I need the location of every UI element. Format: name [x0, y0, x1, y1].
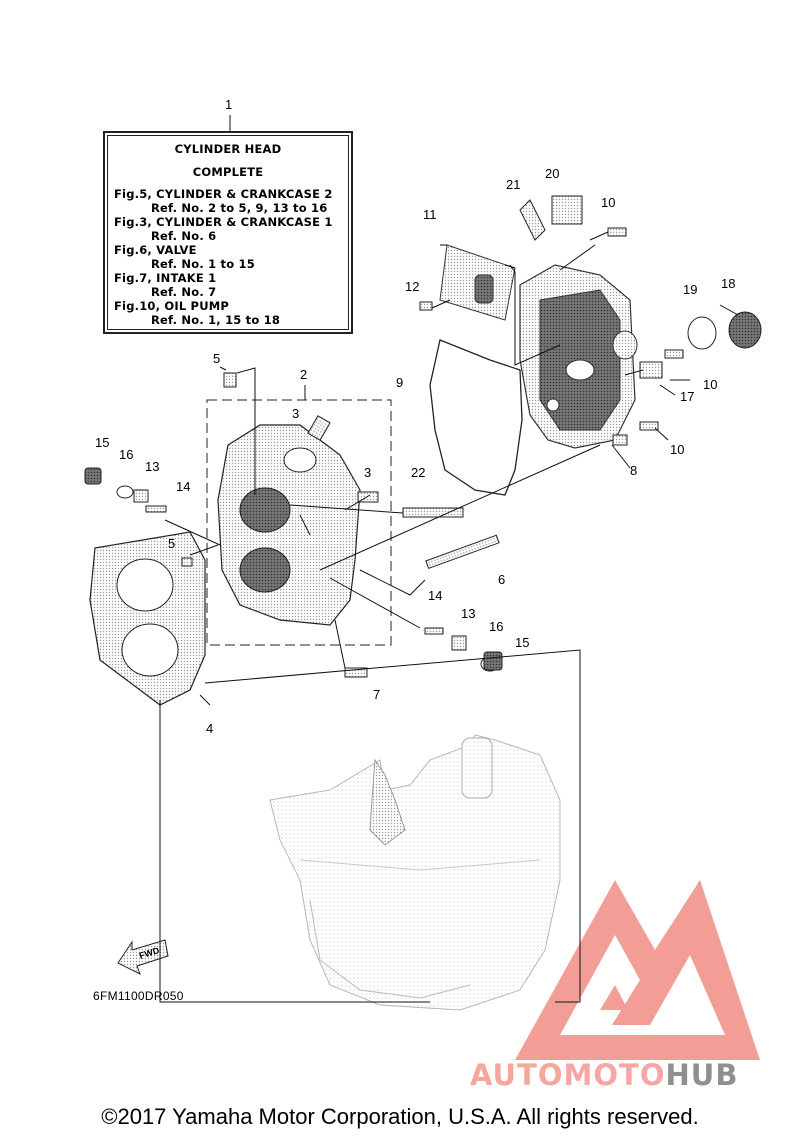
part-label-6: 6: [498, 572, 506, 587]
leader-lines: [159, 115, 739, 1003]
part-label-16: 16: [119, 447, 134, 462]
part-label-5: 5: [168, 536, 176, 551]
cylinder-head-group-outline: [206, 399, 392, 646]
box-line: Fig.10, OIL PUMP: [114, 299, 229, 313]
part-label-7: 7: [373, 687, 381, 702]
box-line: Ref. No. 2 to 5, 9, 13 to 16: [151, 201, 328, 215]
part-label-13: 13: [461, 606, 476, 621]
part-label-5: 5: [213, 351, 221, 366]
box-line: Ref. No. 1 to 15: [151, 257, 255, 271]
box-line: Ref. No. 6: [151, 229, 217, 243]
fwd-arrow-icon: [117, 939, 169, 976]
box-title-line2: COMPLETE: [192, 165, 264, 179]
part-label-14: 14: [176, 479, 191, 494]
watermark-text: AUTOMOTOHUB: [470, 1058, 738, 1092]
box-line: Fig.3, CYLINDER & CRANKCASE 1: [114, 215, 333, 229]
watermark-part3: HUB: [665, 1058, 739, 1092]
plate-illustration: [439, 244, 516, 321]
part-label-14: 14: [428, 588, 443, 603]
part-label-1: 1: [225, 97, 233, 112]
part-label-21: 21: [506, 177, 521, 192]
part-label-2: 2: [300, 367, 308, 382]
part-label-9: 9: [396, 375, 404, 390]
part-label-10: 10: [601, 195, 616, 210]
part-label-8: 8: [630, 463, 638, 478]
copyright-notice: ©2017 Yamaha Motor Corporation, U.S.A. A…: [101, 1104, 699, 1129]
box-line: Ref. No. 1, 15 to 18: [151, 313, 281, 327]
box-line: Fig.6, VALVE: [114, 243, 197, 257]
part-label-16: 16: [489, 619, 504, 634]
cylinder-head-illustration: [217, 424, 361, 626]
part-label-20: 20: [545, 166, 560, 181]
part-label-17: 17: [680, 389, 695, 404]
part-label-18: 18: [721, 276, 736, 291]
watermark-part2: MOTO: [563, 1058, 666, 1092]
box-title-line1: CYLINDER HEAD: [174, 142, 282, 156]
cover-gasket-illustration: [429, 339, 523, 496]
watermark-logo-icon: [515, 880, 760, 1060]
part-label-15: 15: [515, 635, 530, 650]
part-label-10: 10: [703, 377, 718, 392]
part-label-11: 11: [423, 207, 437, 222]
part-label-10: 10: [670, 442, 685, 457]
small-parts: [84, 195, 762, 678]
box-line: Fig.5, CYLINDER & CRANKCASE 2: [114, 187, 333, 201]
part-label-19: 19: [683, 282, 698, 297]
box-line: Ref. No. 7: [151, 285, 217, 299]
reference-info-box: CYLINDER HEAD COMPLETE Fig.5, CYLINDER &…: [103, 131, 353, 334]
part-label-13: 13: [145, 459, 160, 474]
part-label-3: 3: [292, 406, 300, 421]
part-label-15: 15: [95, 435, 110, 450]
part-label-4: 4: [206, 721, 214, 736]
engine-block-illustration: [269, 734, 561, 1011]
part-label-22: 22: [411, 465, 426, 480]
cylinder-head-cover-illustration: [519, 264, 638, 449]
diagram-code: 6FM1100DR050: [93, 989, 184, 1003]
box-line: Fig.7, INTAKE 1: [114, 271, 217, 285]
part-label-12: 12: [405, 279, 420, 294]
watermark-part1: AUTO: [470, 1058, 564, 1092]
part-label-3: 3: [364, 465, 372, 480]
head-gasket-illustration: [89, 531, 206, 706]
